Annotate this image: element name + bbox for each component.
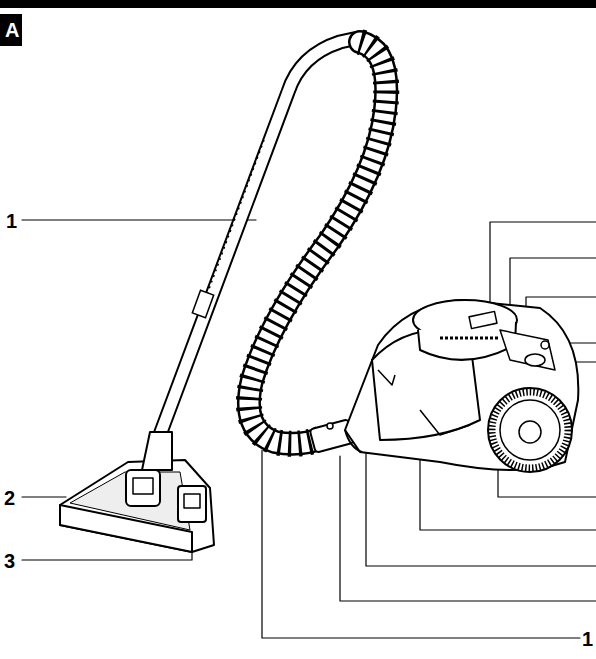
leader-line <box>22 219 256 220</box>
leader-line <box>340 456 596 601</box>
figure-letter-box <box>0 14 22 46</box>
callout-number: 3 <box>4 551 15 571</box>
callout-number: 1 <box>582 629 593 649</box>
callout-number: 1 <box>6 211 17 231</box>
top-bar <box>0 0 596 8</box>
callout-number: 2 <box>4 488 15 508</box>
leader-line <box>22 496 66 497</box>
canister-body <box>345 300 578 472</box>
floor-nozzle <box>60 432 214 552</box>
leader-line <box>262 450 580 638</box>
figure-letter: A <box>5 20 19 40</box>
